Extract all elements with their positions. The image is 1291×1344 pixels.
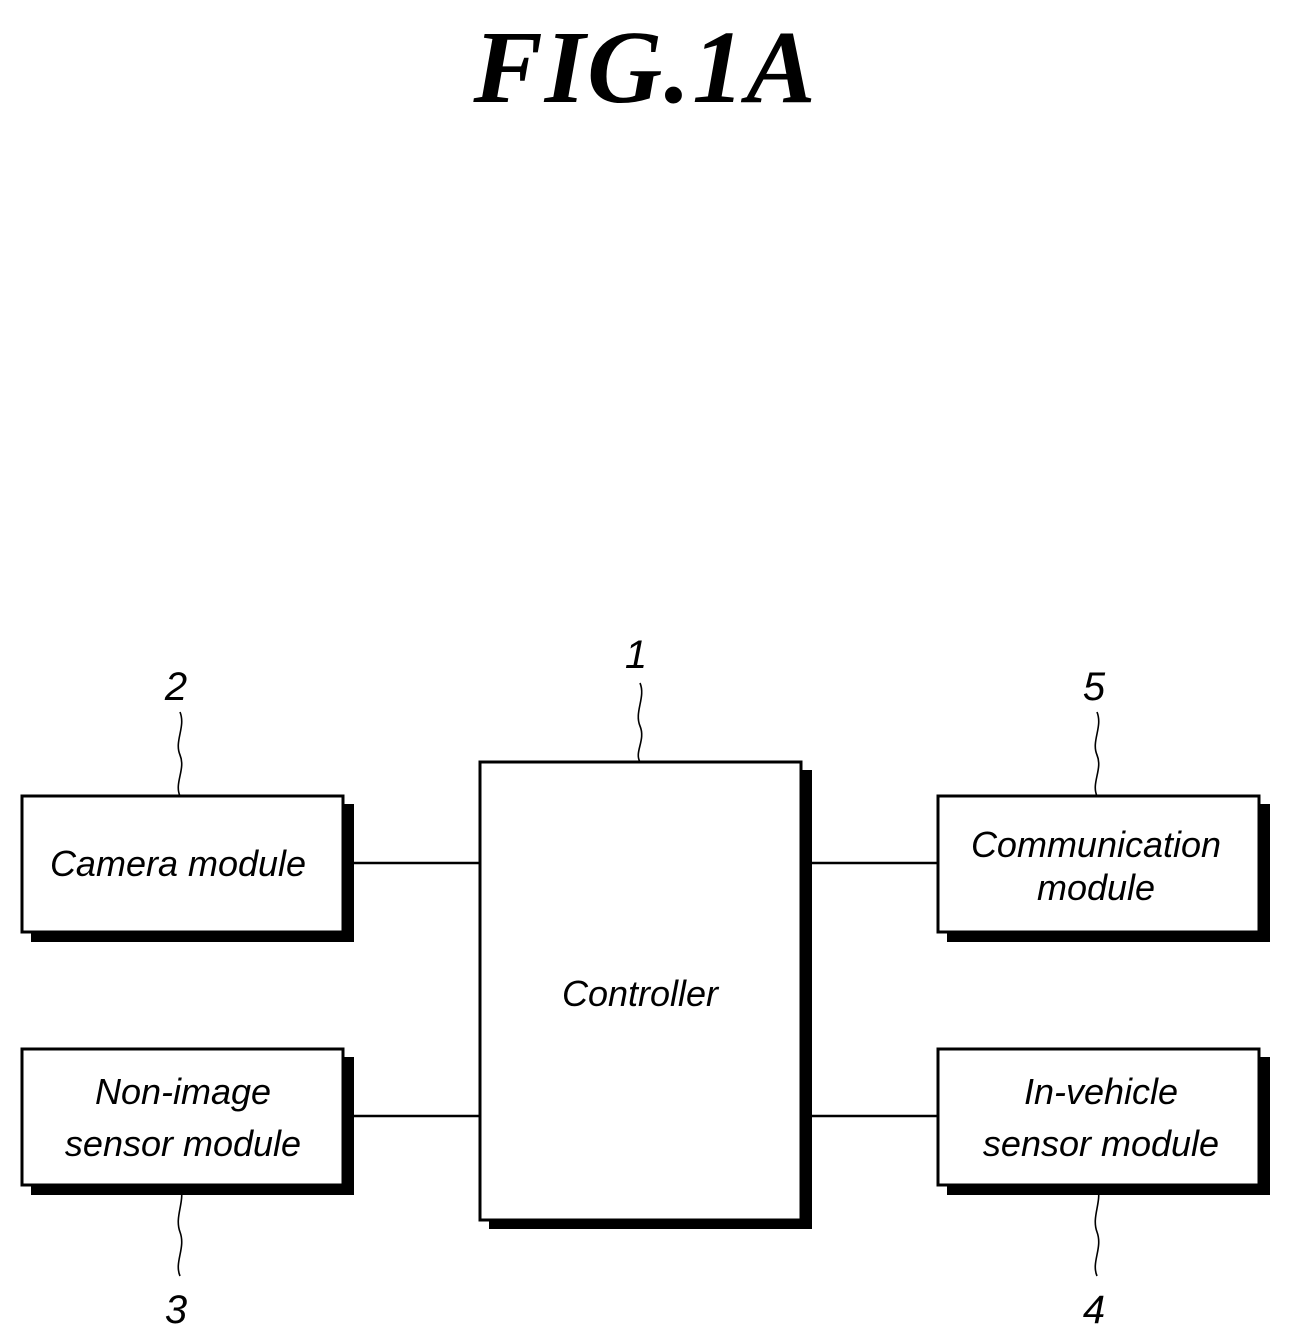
controller-label: Controller	[562, 973, 720, 1014]
ref-numeral-4: 4	[1083, 1288, 1105, 1332]
leader-line-3	[178, 1185, 181, 1276]
ref-numeral-3: 3	[165, 1288, 187, 1332]
communication-module-block[interactable]: Communication module	[938, 796, 1270, 942]
camera-module-block[interactable]: Camera module	[22, 796, 354, 942]
non-image-sensor-module-block[interactable]: Non-image sensor module	[22, 1049, 354, 1195]
leader-line-5	[1095, 712, 1098, 796]
in-vehicle-label-line1: In-vehicle	[1024, 1071, 1178, 1112]
leader-line-4	[1095, 1185, 1098, 1276]
camera-module-label: Camera module	[50, 843, 306, 884]
communication-label-line2: module	[1037, 867, 1155, 908]
non-image-label-line1: Non-image	[95, 1071, 271, 1112]
leader-line-2	[178, 712, 181, 796]
communication-label-line1: Communication	[971, 824, 1221, 865]
ref-numeral-1: 1	[625, 633, 647, 677]
leader-line-1	[638, 683, 641, 762]
ref-numeral-5: 5	[1083, 665, 1106, 709]
non-image-label-line2: sensor module	[65, 1123, 301, 1164]
in-vehicle-label-line2: sensor module	[983, 1123, 1219, 1164]
controller-block[interactable]: Controller	[480, 762, 812, 1229]
in-vehicle-sensor-module-block[interactable]: In-vehicle sensor module	[938, 1049, 1270, 1195]
ref-numeral-2: 2	[164, 665, 187, 709]
